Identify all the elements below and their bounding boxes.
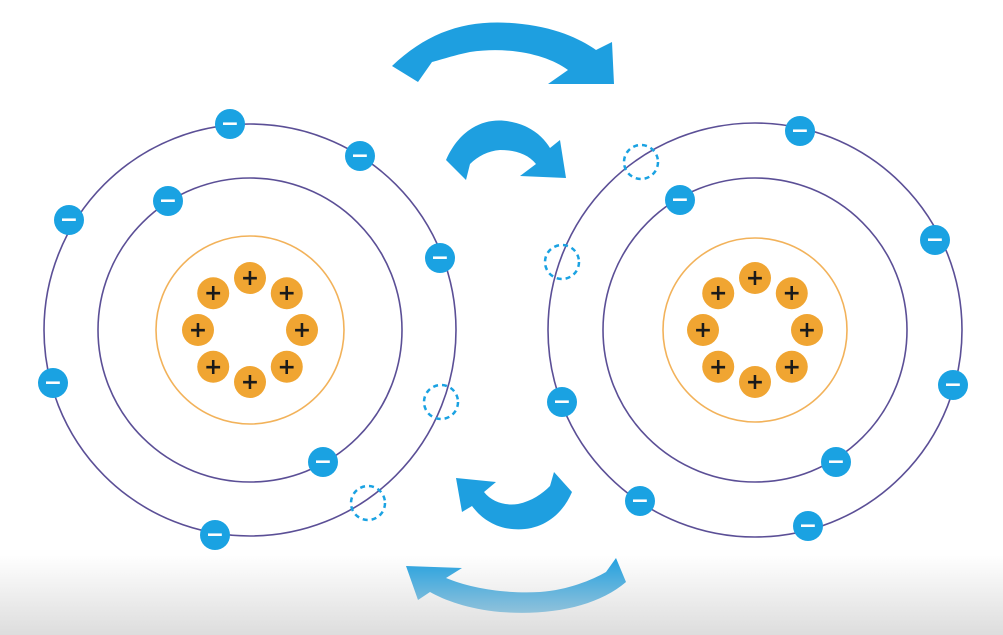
atoms: + + + + + + + + − − − − − − − − + + + + + + + + − − − − − − − −: [38, 109, 968, 550]
electron-symbol: −: [799, 514, 817, 539]
proton: +: [197, 350, 230, 383]
electron-symbol: −: [671, 188, 689, 213]
proton: +: [234, 262, 266, 294]
proton-symbol: +: [278, 281, 296, 306]
electron: −: [785, 116, 815, 146]
electron: −: [793, 511, 823, 541]
electron-symbol: −: [159, 189, 177, 214]
proton-symbol: +: [204, 281, 222, 306]
proton: +: [197, 277, 230, 310]
top-arrow-small: [446, 120, 566, 180]
electron: −: [425, 243, 455, 273]
nucleus: + + + + + + + +: [182, 262, 318, 398]
top-arrow-large: [392, 22, 614, 84]
electron: −: [821, 447, 851, 477]
inner-shell: [602, 177, 908, 483]
proton-symbol: +: [204, 355, 222, 380]
proton-symbol: +: [709, 281, 727, 306]
outer-shell: [547, 122, 963, 538]
electron: −: [665, 185, 695, 215]
proton-symbol: +: [241, 370, 259, 395]
electron-symbol: −: [44, 371, 62, 396]
proton-symbol: +: [746, 266, 764, 291]
electron-symbol: −: [351, 144, 369, 169]
proton-symbol: +: [241, 266, 259, 291]
electron-sharing-arrows: [392, 22, 626, 613]
electron-symbol: −: [944, 373, 962, 398]
proton: +: [270, 277, 303, 310]
electron: −: [200, 520, 230, 550]
electron-symbol: −: [314, 450, 332, 475]
proton-symbol: +: [189, 318, 207, 343]
proton: +: [270, 350, 303, 383]
electron: −: [345, 141, 375, 171]
electron: −: [153, 186, 183, 216]
proton: +: [182, 314, 214, 346]
proton-symbol: +: [798, 318, 816, 343]
proton: +: [775, 277, 808, 310]
proton-symbol: +: [293, 318, 311, 343]
proton: +: [286, 314, 318, 346]
proton: +: [234, 366, 266, 398]
electron-symbol: −: [60, 208, 78, 233]
inner-shell: [97, 177, 403, 483]
electron-symbol: −: [791, 119, 809, 144]
bottom-arrow-small: [456, 472, 572, 530]
open-electron-slot: [349, 484, 387, 522]
electron-symbol: −: [926, 228, 944, 253]
open-electron-slot: [422, 383, 460, 421]
electron: −: [215, 109, 245, 139]
proton: +: [702, 277, 735, 310]
proton: +: [791, 314, 823, 346]
open-electron-slot: [622, 143, 660, 181]
right-atom: + + + + + + + + − − − − − − − −: [543, 116, 968, 541]
electron-symbol: −: [206, 523, 224, 548]
left-atom: + + + + + + + + − − − − − − − −: [38, 109, 460, 550]
proton: +: [775, 350, 808, 383]
electron: −: [625, 486, 655, 516]
proton-symbol: +: [709, 355, 727, 380]
open-electron-slot: [543, 243, 581, 281]
proton-symbol: +: [783, 281, 801, 306]
electron-symbol: −: [553, 390, 571, 415]
electron-symbol: −: [631, 489, 649, 514]
proton: +: [702, 350, 735, 383]
electron-symbol: −: [827, 450, 845, 475]
electron-symbol: −: [221, 112, 239, 137]
electron: −: [54, 205, 84, 235]
proton: +: [739, 262, 771, 294]
electron: −: [547, 387, 577, 417]
electron: −: [308, 447, 338, 477]
proton: +: [687, 314, 719, 346]
proton-symbol: +: [783, 355, 801, 380]
bottom-arrow-large: [406, 558, 626, 613]
outer-shell: [43, 123, 457, 537]
nucleus-ring: [155, 235, 345, 425]
electron: −: [938, 370, 968, 400]
nucleus-ring: [662, 237, 848, 423]
electron-symbol: −: [431, 246, 449, 271]
proton-symbol: +: [278, 355, 296, 380]
nucleus: + + + + + + + +: [687, 262, 823, 398]
proton-symbol: +: [746, 370, 764, 395]
electron: −: [38, 368, 68, 398]
proton-symbol: +: [694, 318, 712, 343]
proton: +: [739, 366, 771, 398]
electron: −: [920, 225, 950, 255]
